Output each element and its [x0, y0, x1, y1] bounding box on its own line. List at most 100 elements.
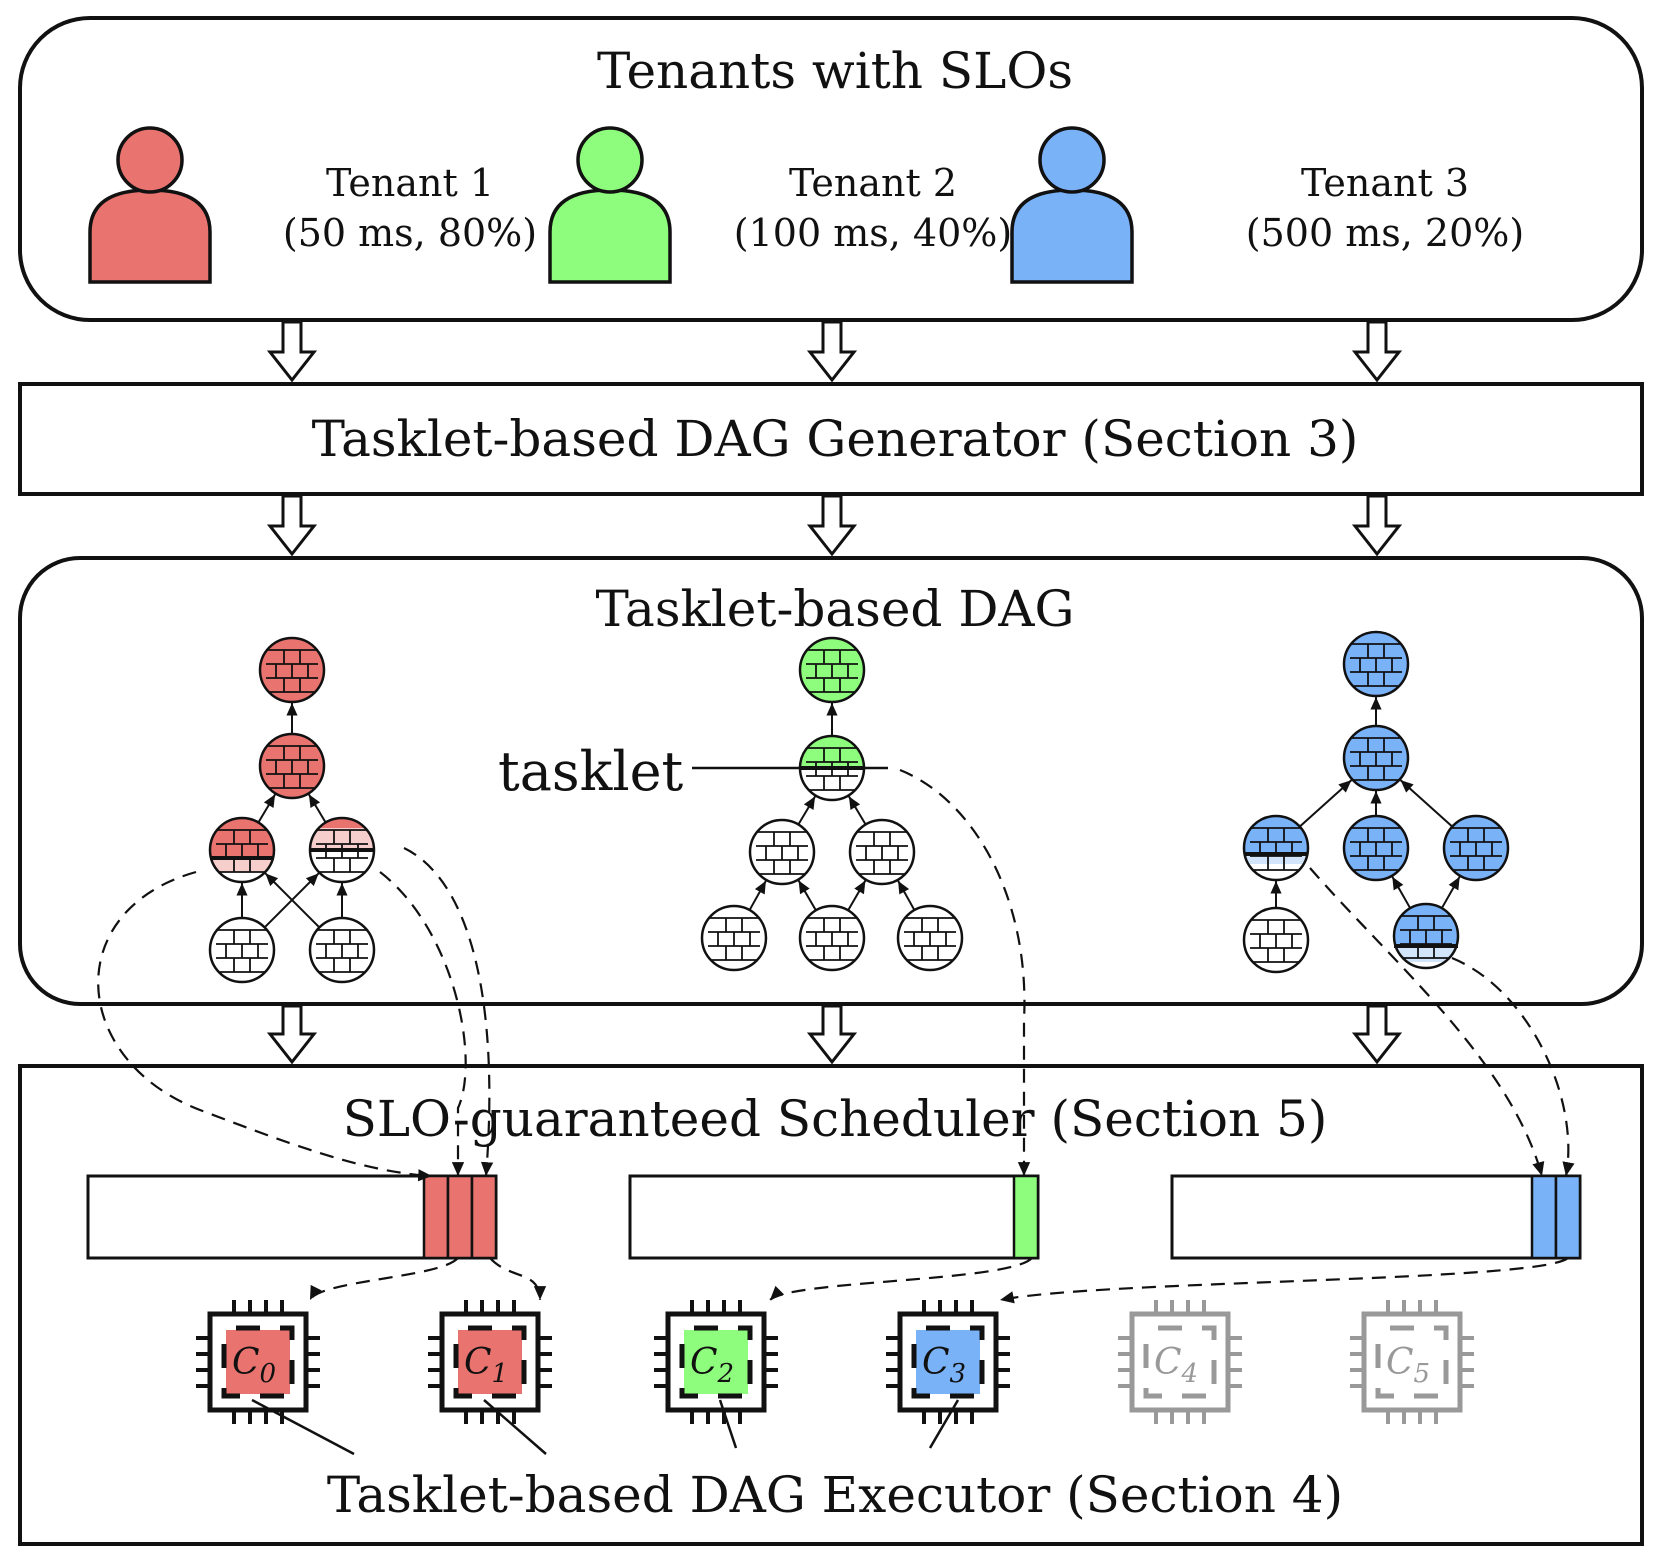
dispatch-arrow	[899, 768, 1031, 1176]
tenants-box: Tenants with SLOs Tenant 1(50 ms, 80%)Te…	[18, 16, 1644, 322]
executor-pointer	[928, 1399, 960, 1449]
tenant-slo: (50 ms, 80%)	[283, 211, 537, 255]
queue-slot	[446, 1174, 474, 1260]
queue-slot	[422, 1174, 450, 1260]
tasklet-node	[1242, 906, 1310, 974]
dispatch-arrow	[97, 870, 433, 1182]
cpu-core-1: C1	[428, 1300, 552, 1424]
tasklet-label: tasklet	[498, 740, 684, 803]
cpu-chip-icon	[1350, 1300, 1474, 1424]
dispatch-arrow	[309, 1257, 459, 1301]
tasklet-node	[700, 904, 768, 972]
dag-edge	[848, 795, 866, 825]
dag-edge	[797, 880, 817, 910]
executor-pointer	[483, 1399, 547, 1455]
queue-1	[86, 1174, 498, 1260]
tenant-slo: (500 ms, 20%)	[1246, 211, 1524, 255]
cpu-chip-icon	[196, 1300, 320, 1424]
executor-pointer	[251, 1398, 355, 1456]
dag-title: Tasklet-based DAG	[596, 580, 1075, 638]
core-label: C5	[1386, 1342, 1430, 1389]
cpu-cores: C0 C1 C2 C3 C4 C5	[196, 1300, 1474, 1424]
tenant-name: Tenant 2	[789, 161, 957, 205]
tasklet-node	[1242, 814, 1310, 882]
executor-pointer-lines	[251, 1398, 960, 1456]
tasklet-node	[848, 818, 916, 886]
down-arrow-icon	[806, 320, 858, 383]
dag-edge	[258, 793, 276, 823]
core-label: C4	[1154, 1342, 1198, 1389]
flow-arrows	[266, 320, 1403, 1065]
tasklet-node	[308, 816, 376, 884]
dag-edge	[798, 795, 816, 825]
dag-edge	[847, 880, 867, 910]
tasklet-node	[258, 636, 326, 704]
queue-3	[1170, 1174, 1582, 1260]
cpu-chip-icon	[428, 1300, 552, 1424]
dag-edge	[264, 872, 320, 928]
tasklet-node	[1342, 814, 1410, 882]
tasklet-node	[208, 816, 276, 884]
cpu-chip-icon	[886, 1300, 1010, 1424]
tasklet-node	[1342, 630, 1410, 698]
dag-edge	[1391, 876, 1411, 908]
person-icon	[1010, 126, 1134, 284]
tasklet-node	[208, 916, 276, 984]
tenants-title: Tenants with SLOs	[597, 42, 1073, 100]
dispatch-arrow	[1451, 956, 1575, 1177]
tenant-name: Tenant 1	[326, 161, 494, 205]
tasklet-node	[798, 636, 866, 704]
down-arrow-icon	[806, 1004, 858, 1065]
tasklet-node	[1392, 902, 1460, 970]
tasklet-node	[308, 916, 376, 984]
queue-slot	[1012, 1174, 1040, 1260]
tasklet-node	[258, 732, 326, 800]
down-arrow-icon	[1351, 320, 1403, 383]
executor-label: Tasklet-based DAG Executor (Section 4)	[327, 1466, 1343, 1524]
cpu-core-2: C2	[654, 1300, 778, 1424]
queue-slot	[1554, 1174, 1582, 1260]
down-arrow-icon	[266, 320, 318, 383]
generator-label: Tasklet-based DAG Generator (Section 3)	[312, 410, 1359, 468]
cpu-core-3: C3	[886, 1300, 1010, 1424]
down-arrow-icon	[1351, 494, 1403, 557]
cpu-core-5: C5	[1350, 1300, 1474, 1424]
dag-edge	[897, 880, 915, 910]
tenant-3: Tenant 3(500 ms, 20%)	[1010, 126, 1524, 284]
dispatch-arrow	[999, 1257, 1569, 1304]
tasklet-node	[896, 904, 964, 972]
dag-edge	[749, 880, 767, 910]
core-label: C3	[922, 1342, 966, 1389]
cpu-core-4: C4	[1118, 1300, 1242, 1424]
queue-slot	[470, 1174, 498, 1260]
tenants-row: Tenant 1 (50 ms, 80%) Tenant 2 (100 ms, 40%…	[88, 126, 1524, 284]
tasklet-node	[748, 818, 816, 886]
dag-box: Tasklet-based DAG tasklet	[18, 556, 1644, 1006]
dag-edge	[1399, 779, 1453, 827]
queue-2	[628, 1174, 1040, 1260]
dag-edge	[1441, 876, 1461, 908]
tasklet-node	[1442, 814, 1510, 882]
core-label: C2	[690, 1342, 734, 1389]
cpu-chip-icon	[1118, 1300, 1242, 1424]
scheduler-title: SLO-guaranteed Scheduler (Section 5)	[343, 1090, 1328, 1148]
core-label: C1	[464, 1342, 508, 1389]
dag-edge	[1299, 779, 1353, 827]
dispatch-arrow	[489, 1257, 547, 1301]
cpu-chip-icon	[654, 1300, 778, 1424]
tenant-slo: (100 ms, 40%)	[734, 211, 1012, 255]
queue-slot	[1530, 1174, 1558, 1260]
core-label: C0	[232, 1342, 276, 1389]
scheduler-queues	[86, 1174, 1582, 1260]
dag-edges	[236, 697, 1461, 928]
dispatch-arrows	[97, 768, 1575, 1304]
dag-nodes	[208, 630, 1510, 984]
tasklet-node	[1342, 724, 1410, 792]
tenant-1: Tenant 1 (50 ms, 80%)	[88, 126, 537, 284]
tasklet-node	[798, 904, 866, 972]
tenant-2: Tenant 2 (100 ms, 40%)	[548, 126, 1012, 284]
dispatch-arrow	[403, 847, 494, 1177]
dag-edge	[308, 793, 326, 823]
cpu-core-0: C0	[196, 1300, 320, 1424]
